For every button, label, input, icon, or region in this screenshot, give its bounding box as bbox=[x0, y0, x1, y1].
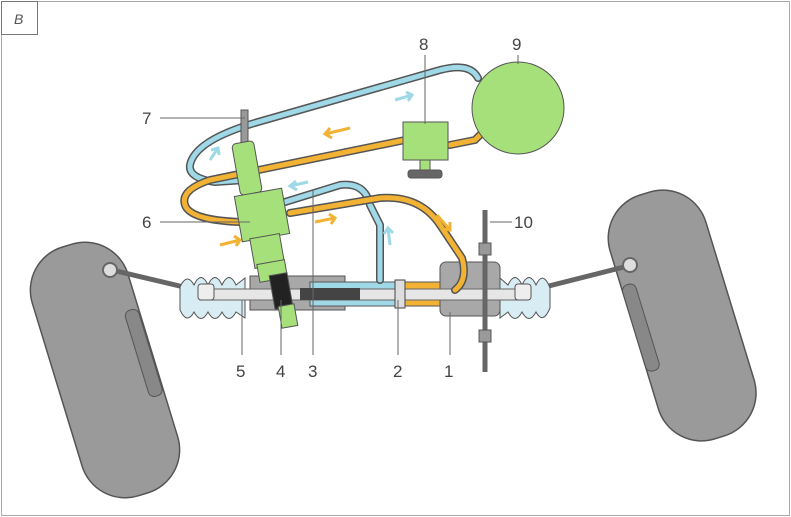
flow-arrows bbox=[208, 90, 452, 247]
label-9: 9 bbox=[512, 35, 521, 54]
pressure-lines bbox=[180, 126, 489, 294]
panel-letter-box bbox=[1, 1, 38, 35]
label-10: 10 bbox=[514, 213, 533, 232]
piston bbox=[394, 279, 406, 309]
reservoir bbox=[471, 61, 565, 155]
label-7: 7 bbox=[142, 109, 151, 128]
label-8: 8 bbox=[419, 35, 428, 54]
label-3: 3 bbox=[308, 362, 317, 381]
label-6: 6 bbox=[142, 213, 151, 232]
leader-lines bbox=[160, 55, 519, 355]
label-5: 5 bbox=[236, 362, 245, 381]
panel-letter: B bbox=[14, 11, 23, 27]
right-wheel bbox=[607, 189, 757, 442]
label-1: 1 bbox=[444, 362, 453, 381]
label-4: 4 bbox=[276, 362, 285, 381]
return-lines bbox=[185, 63, 482, 284]
left-wheel bbox=[29, 241, 181, 499]
steering-valve bbox=[231, 109, 299, 329]
label-2: 2 bbox=[393, 362, 402, 381]
pump bbox=[402, 121, 449, 179]
